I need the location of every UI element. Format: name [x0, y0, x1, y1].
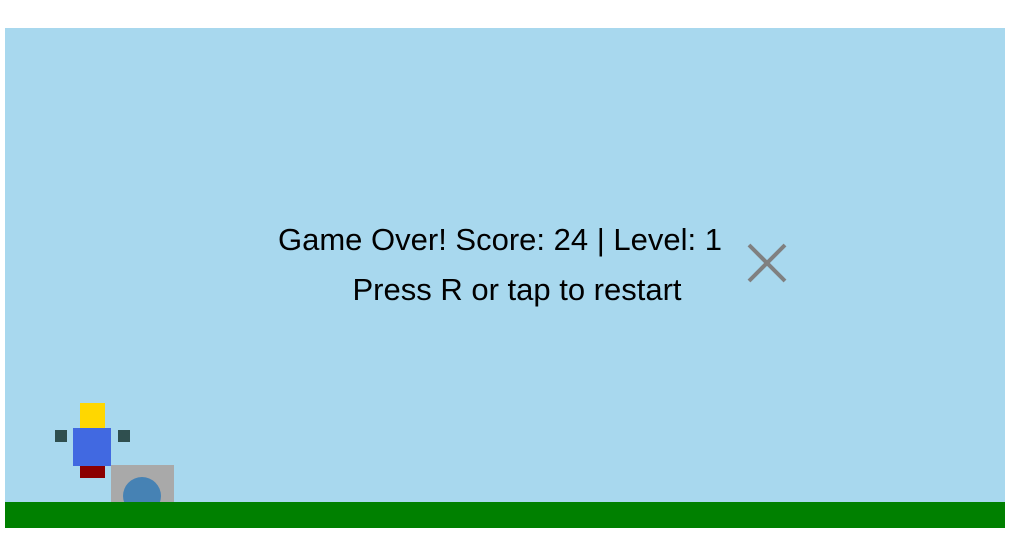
restart-prompt: Press R or tap to restart: [352, 272, 682, 307]
player-left-hand: [55, 430, 67, 442]
player-head: [80, 403, 105, 428]
ground: [5, 502, 1005, 528]
game-over-status: Game Over! Score: 24 | Level: 1: [278, 222, 722, 257]
player-right-hand: [118, 430, 130, 442]
close-icon[interactable]: [745, 241, 789, 285]
player-legs: [80, 466, 105, 478]
game-canvas[interactable]: Game Over! Score: 24 | Level: 1 Press R …: [5, 28, 1005, 528]
player-body: [73, 428, 111, 466]
